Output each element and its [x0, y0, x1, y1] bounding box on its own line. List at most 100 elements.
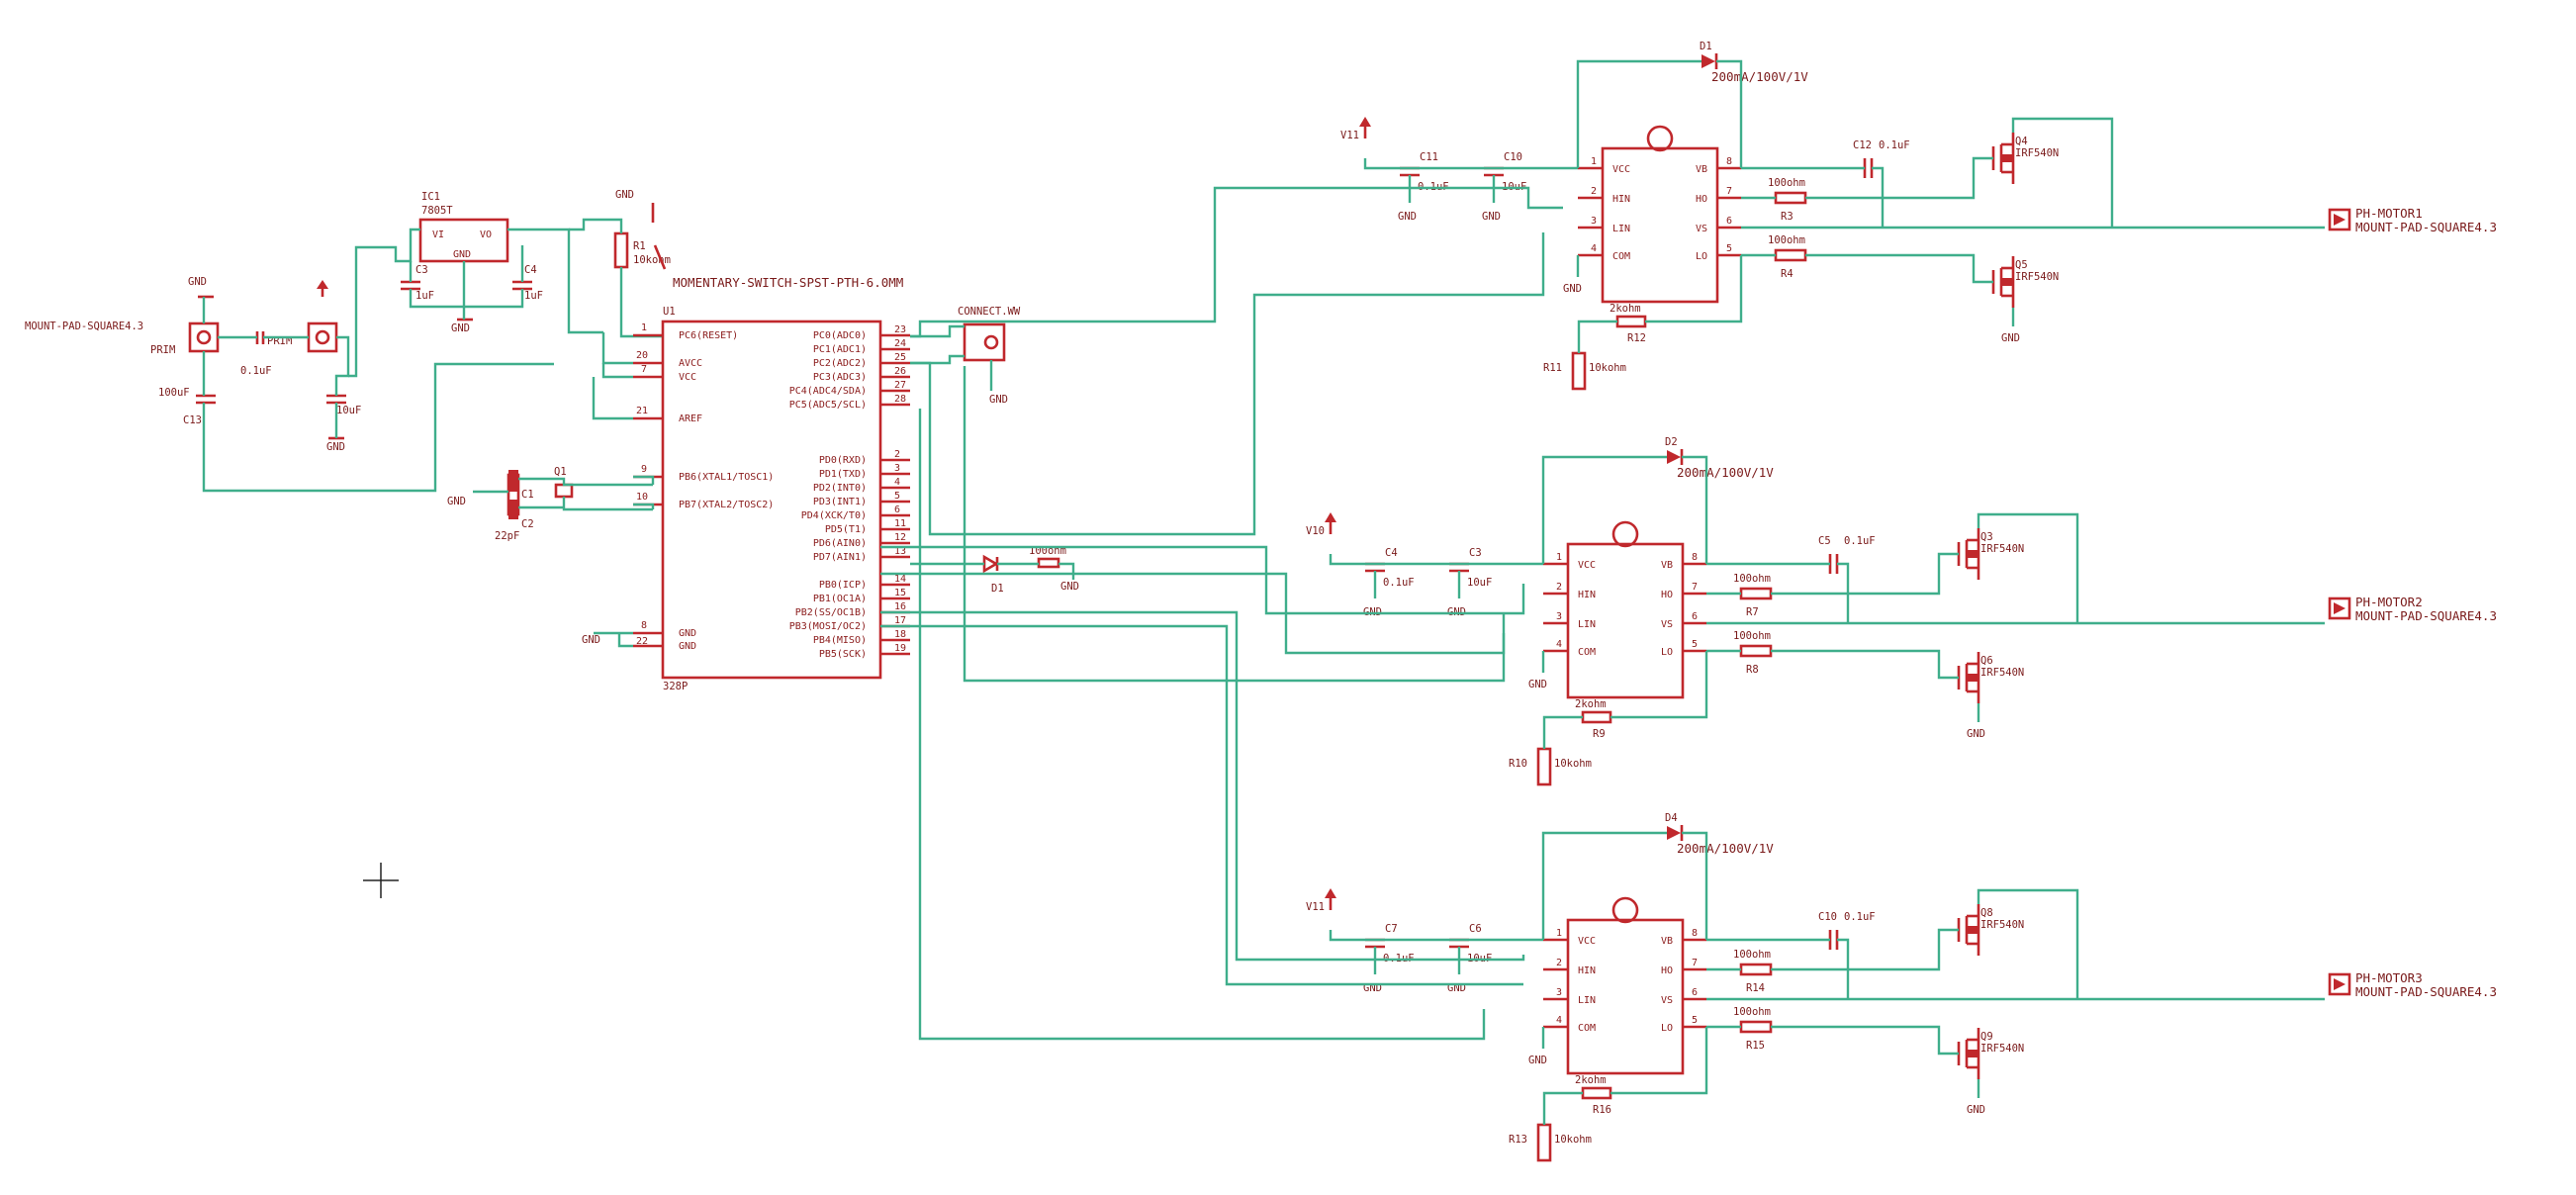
wire-mcu-gnd2	[617, 633, 633, 648]
driver-2-r-sense[interactable]	[1581, 710, 1612, 724]
driver-2-r-pot[interactable]	[1536, 747, 1552, 786]
driver-3-diode-label: 200mA/100V/1V	[1677, 841, 1774, 856]
mcu-pin-left-4[interactable]: 9 PB6(XTAL1/TOSC1)	[633, 464, 774, 483]
driver-3-r-sense[interactable]	[1581, 1086, 1612, 1100]
driver-3-motor-pad[interactable]	[2328, 972, 2351, 996]
crystal-body[interactable]	[554, 483, 574, 499]
driver-1-r-sense[interactable]	[1615, 315, 1647, 328]
mcu-body[interactable]	[661, 320, 882, 680]
mcu-pin-left-1[interactable]: 20 AVCC	[633, 350, 702, 369]
driver-2-fet-lo[interactable]	[1957, 652, 1980, 703]
driver-1-ic-body[interactable]	[1601, 146, 1719, 304]
mcu-pin-right-11-label: PD5(T1)	[825, 524, 867, 535]
driver-1-r-lo[interactable]	[1774, 248, 1807, 262]
connector-body[interactable]	[963, 322, 1006, 362]
reset-resistor[interactable]	[613, 231, 629, 269]
driver-2-fet-hi[interactable]	[1957, 528, 1980, 580]
led-symbol[interactable]	[982, 554, 999, 574]
reset-switch-blade[interactable]	[653, 244, 667, 270]
driver-1-pin-right-1[interactable]: 7HO	[1696, 186, 1741, 205]
driver-2-r-lo[interactable]	[1739, 644, 1773, 658]
driver-3-pin-right-0[interactable]: 8VB	[1661, 928, 1706, 947]
driver-1-pin-right-2[interactable]: 6VS	[1696, 216, 1741, 234]
driver-2-pin-right-0[interactable]: 8VB	[1661, 552, 1706, 571]
driver-3-wire-gate-hi	[1771, 928, 1959, 971]
driver-1-wire-sense	[1645, 255, 1743, 323]
mcu-pin-left-0[interactable]: 1 PC6(RESET)	[633, 322, 738, 341]
driver-3-r-hi[interactable]	[1739, 963, 1773, 976]
driver-3-r-lo[interactable]	[1739, 1020, 1773, 1034]
mcu-pin-right-2-num: 25	[894, 352, 906, 363]
driver-3-r-pot[interactable]	[1536, 1123, 1552, 1162]
mcu-pin-left-6[interactable]: 8 GND	[633, 620, 696, 639]
driver-1-pin-right-0[interactable]: 8VB	[1696, 156, 1741, 175]
driver-1-r-pot[interactable]	[1571, 351, 1587, 391]
driver-1-motor-pad-label: MOUNT-PAD-SQUARE4.3	[2355, 220, 2497, 234]
driver-1-fet-lo[interactable]	[1991, 256, 2015, 308]
driver-3-ic-body[interactable]	[1566, 918, 1685, 1075]
driver-3-supply-label: V11	[1306, 901, 1325, 913]
driver-3-pin-right-1[interactable]: 7HO	[1661, 958, 1706, 976]
driver-3-fet-lo[interactable]	[1957, 1028, 1980, 1079]
driver-2-boot-diode[interactable]	[1667, 450, 1681, 464]
driver-2-pin-right-3[interactable]: 5LO	[1661, 639, 1706, 658]
driver-1-motor-pad[interactable]	[2328, 208, 2351, 231]
mcu-pin-left-3[interactable]: 21 AREF	[633, 406, 702, 424]
driver-2-motor-pad[interactable]	[2328, 597, 2351, 620]
led-resistor[interactable]	[1037, 557, 1060, 569]
driver-2-pin-right-2[interactable]: 6VS	[1661, 611, 1706, 630]
driver-3-fet-hi[interactable]	[1957, 904, 1980, 956]
connector-gnd-label: GND	[989, 394, 1008, 406]
prim-pad[interactable]	[307, 322, 338, 353]
driver-1-r-hi[interactable]	[1774, 191, 1807, 205]
driver-3-pin-right-3[interactable]: 5LO	[1661, 1015, 1706, 1034]
mcu-pin-right-5-label: PC5(ADC5/SCL)	[789, 400, 867, 411]
driver-2-pin-right-1[interactable]: 7HO	[1661, 582, 1706, 600]
driver-2-ic-body[interactable]	[1566, 542, 1685, 699]
mcu-pin-right-1-num: 24	[894, 338, 906, 349]
mcu-pin-left-7[interactable]: 22 GND	[633, 636, 696, 652]
power-jack-pad[interactable]	[188, 322, 220, 353]
driver-2-r-hi[interactable]	[1739, 587, 1773, 600]
mcu-pin-right-13-num: 13	[894, 546, 906, 557]
mcu-pin-left-2[interactable]: 7 VCC	[633, 364, 696, 383]
driver-1-fet-hi[interactable]	[1991, 133, 2015, 184]
driver-3-pin-right-2[interactable]: 6VS	[1661, 987, 1706, 1006]
mcu-pin-left-5[interactable]: 10 PB7(XTAL2/TOSC2)	[633, 492, 774, 510]
driver-2-pin-left-0-label: VCC	[1578, 560, 1596, 571]
driver-1-boot-diode[interactable]	[1702, 54, 1715, 68]
driver-3-ic-notch	[1611, 896, 1639, 924]
driver-1-pin-right-3[interactable]: 5LO	[1696, 243, 1741, 262]
driver-3-boot-diode[interactable]	[1667, 826, 1681, 840]
